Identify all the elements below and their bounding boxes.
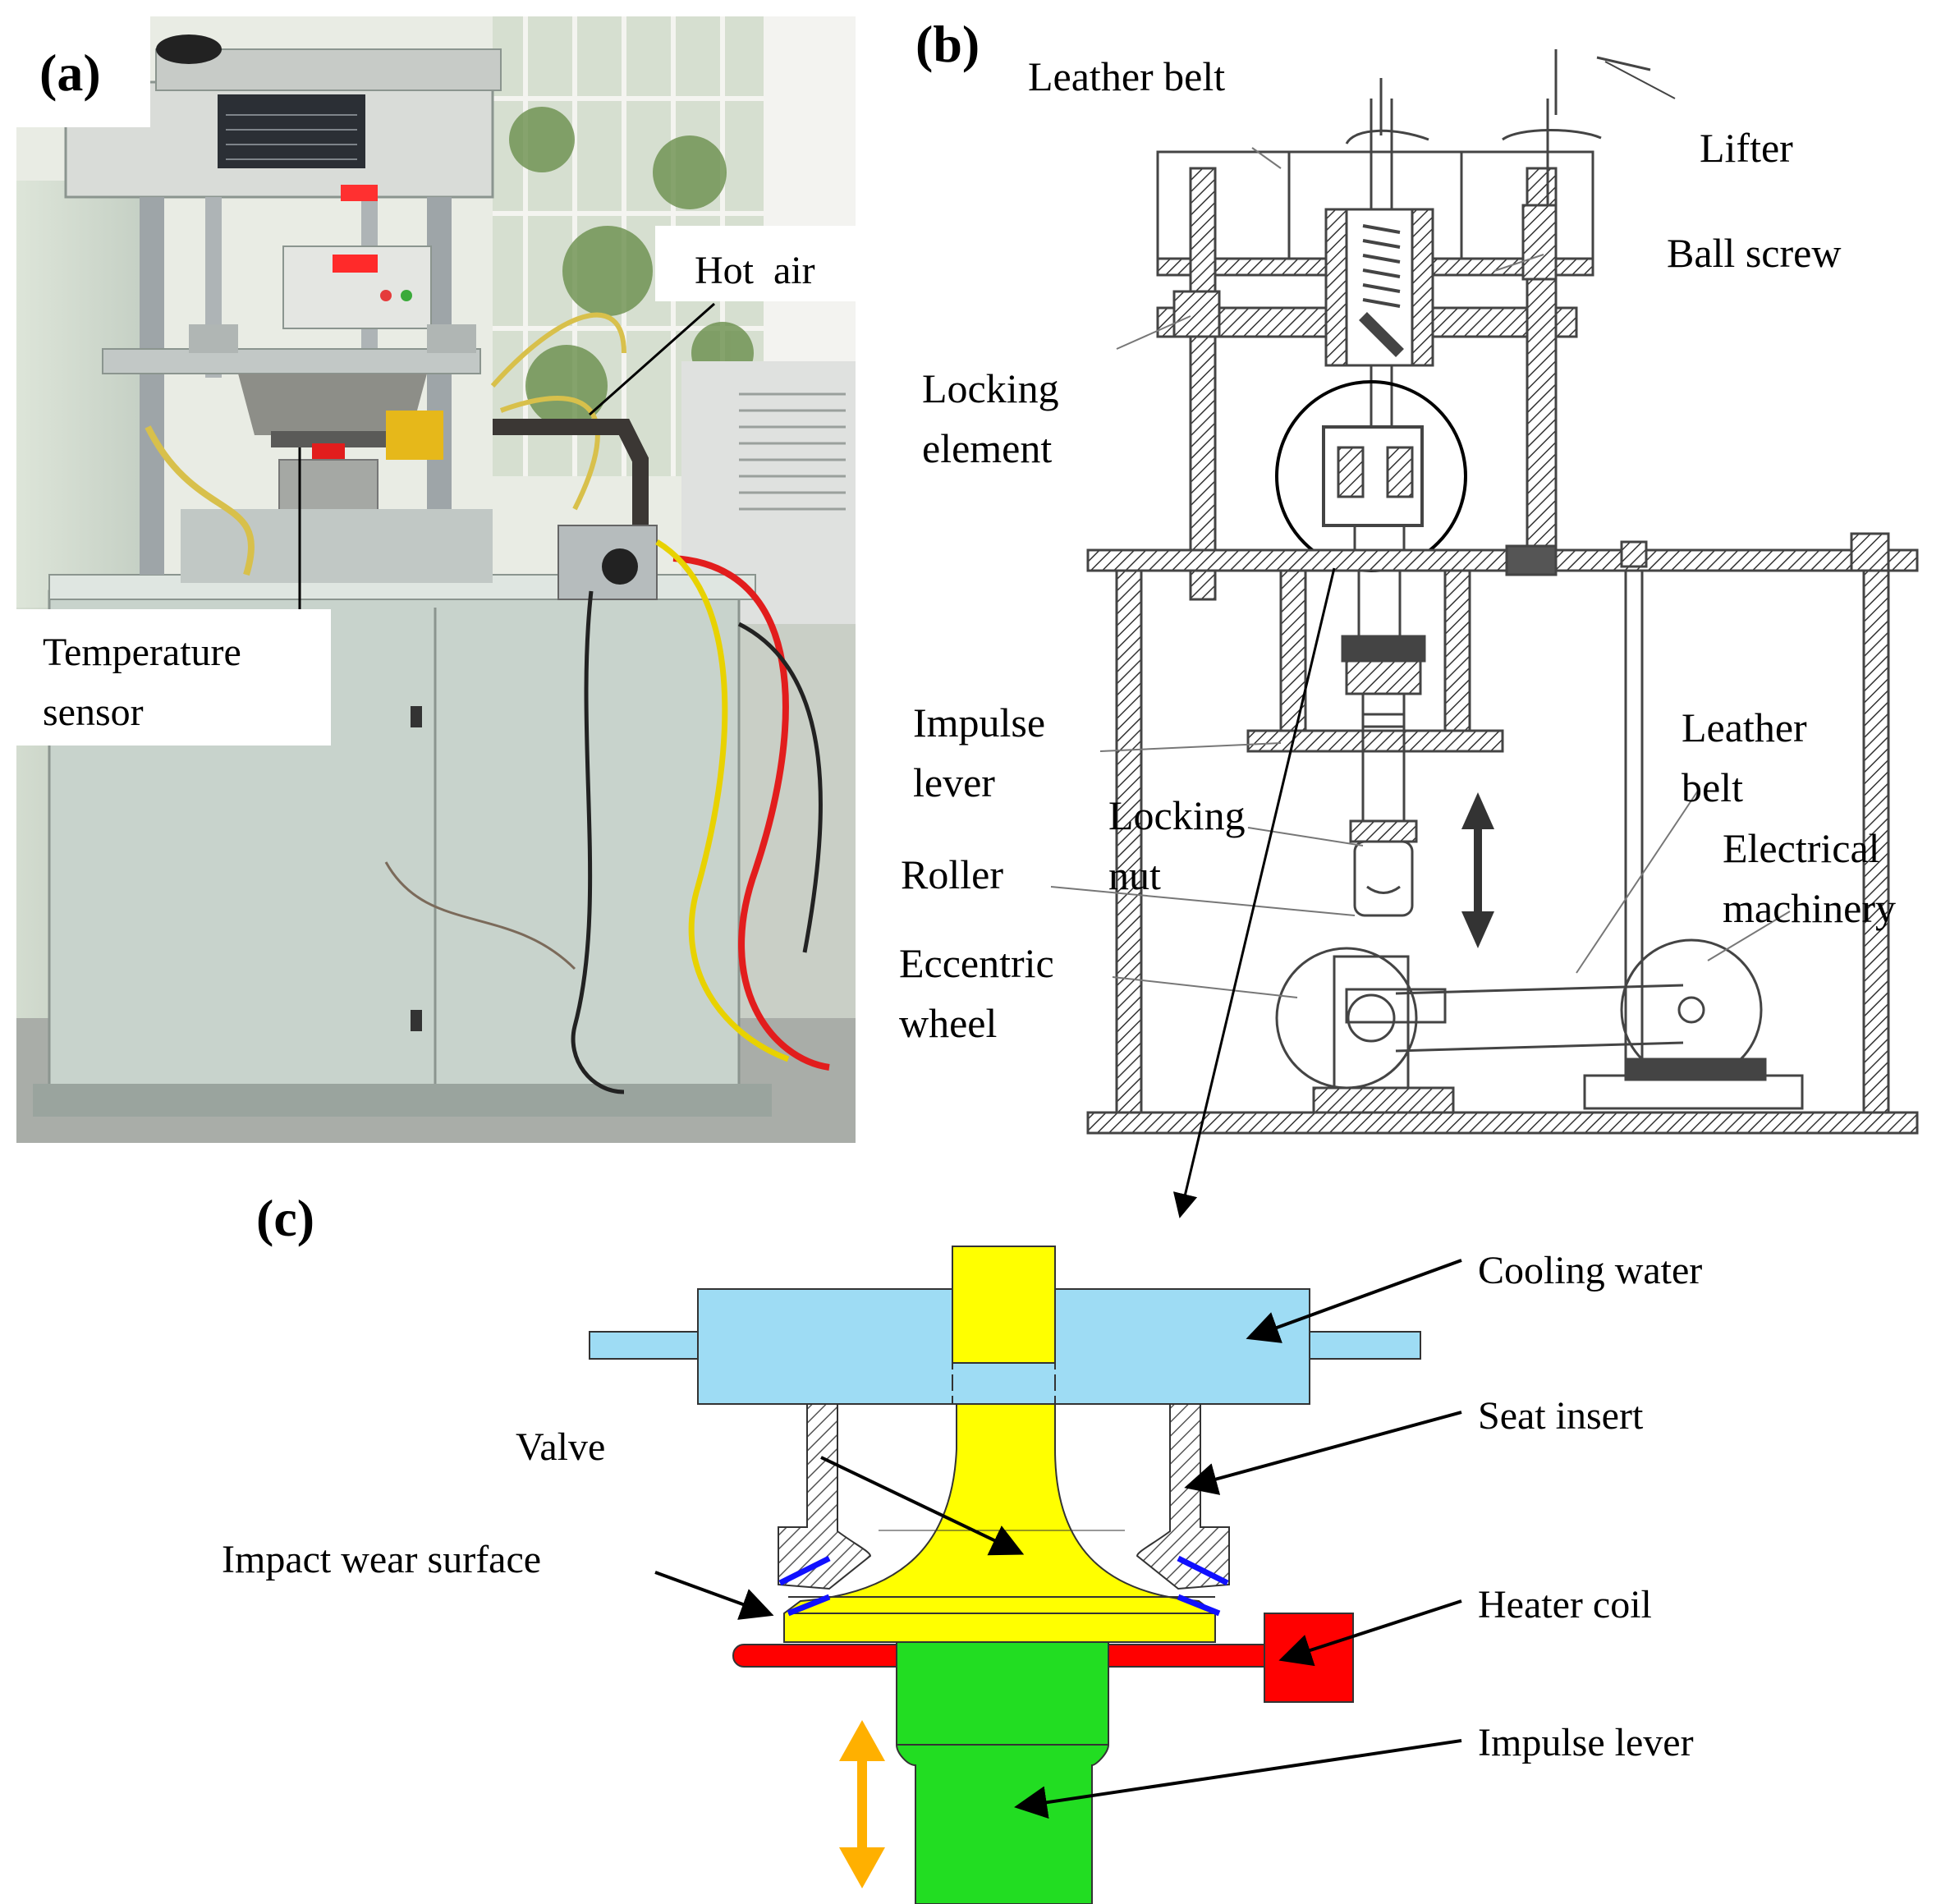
panel-c-letter: (c) [256,1189,314,1247]
valve-stem [952,1246,1056,1364]
label-lifter: Lifter [1700,125,1793,171]
panel-b-labels: Leather belt Lifter Ball screw Locking e… [899,53,1896,1046]
label-leather-belt-right-2: belt [1682,764,1743,810]
panel-a-letter-box [16,16,150,127]
label-impact-wear-surface: Impact wear surface [222,1538,541,1581]
label-locking-nut-2: nut [1108,852,1161,898]
label-eccentric-wheel-2: wheel [899,1000,997,1046]
panel-c-detail: (c) [256,1189,1462,1904]
label-seat-insert: Seat insert [1478,1394,1644,1438]
label-locking-element-2: element [922,425,1052,471]
hot-air-box [655,226,856,301]
impact-wear-surface-arrow [654,1571,774,1620]
label-locking-element-1: Locking [922,365,1059,411]
impact-wear-surface-marks [778,1555,1229,1617]
label-impulse-lever-1: Impulse [913,700,1045,746]
label-electrical-machinery-1: Electrical [1723,825,1880,871]
seat-insert-arrow [1184,1411,1462,1495]
label-roller: Roller [901,851,1003,897]
label-eccentric-wheel-1: Eccentric [899,940,1054,986]
temperature-sensor-label-1: Temperature [43,631,241,674]
hot-air-label: Hot air [695,249,815,292]
label-locking-nut-1: Locking [1108,792,1246,838]
panel-a-letter: (a) [39,44,101,102]
valve-arrow [820,1456,1025,1556]
label-heater-coil: Heater coil [1478,1583,1652,1626]
temperature-sensor-label-2: sensor [43,690,144,734]
label-valve: Valve [516,1425,605,1469]
seat-insert-right [1136,1403,1230,1590]
label-electrical-machinery-2: machinery [1723,885,1896,931]
cooling-water-arrow [1246,1259,1462,1343]
impulse-lever-part [896,1641,1109,1904]
motion-arrow [839,1720,885,1888]
impulse-lever-arrow [1014,1739,1462,1819]
label-ball-screw: Ball screw [1667,230,1841,276]
panel-a-photo [16,16,856,1143]
label-leather-belt-right-1: Leather [1682,704,1807,750]
panel-b-letter: (b) [915,15,980,73]
label-leather-belt-top: Leather belt [1028,53,1225,99]
label-impulse-lever: Impulse lever [1478,1721,1694,1764]
label-cooling-water: Cooling water [1478,1249,1702,1292]
panel-c-labels: Cooling water Seat insert Valve Impact w… [222,1249,1702,1764]
label-impulse-lever-2: lever [913,759,995,805]
detail-connector-arrow [1172,567,1336,1218]
hot-air-leader [589,302,715,416]
temperature-sensor-box [16,609,331,746]
panel-b-schematic: (b) [915,15,1919,1135]
valve-body [783,1403,1216,1643]
heater-coil-arrow [1278,1599,1462,1667]
seat-insert-left [778,1403,872,1590]
